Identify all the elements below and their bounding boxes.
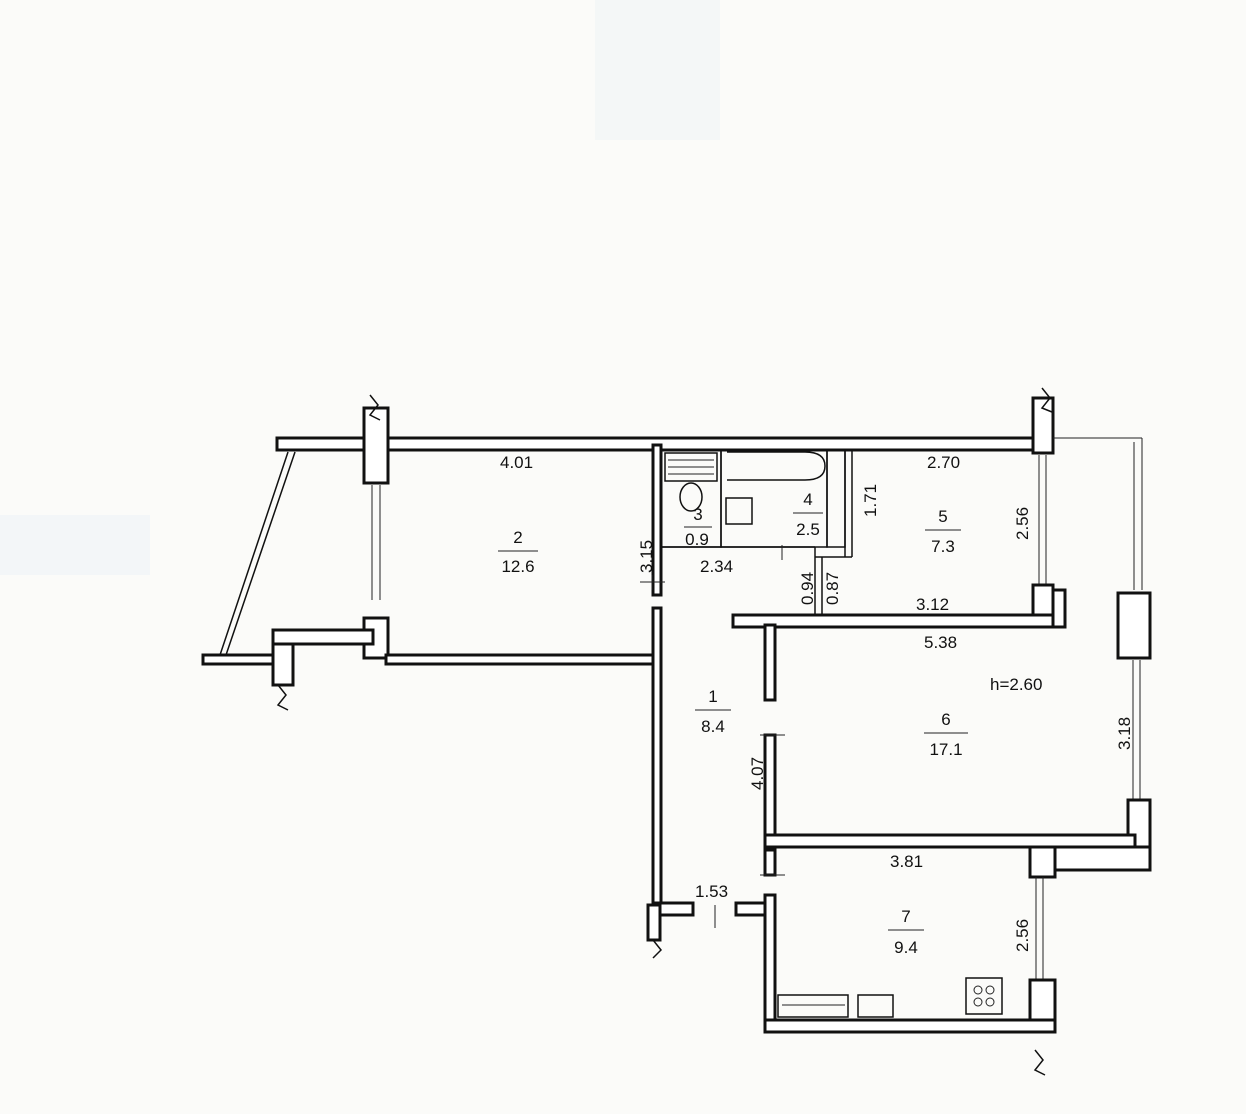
- stove-burner: [973, 997, 983, 1007]
- dimension-label: 1.71: [861, 484, 880, 517]
- break-symbol: [652, 939, 663, 959]
- dimension-label: 2.34: [700, 557, 733, 576]
- room-label-4: 4 2.5: [793, 490, 823, 539]
- room-label-1: 1 8.4: [695, 687, 731, 736]
- ceiling-height-label: h=2.60: [990, 675, 1042, 694]
- dimension-label: 3.18: [1115, 717, 1134, 750]
- stove-burner: [985, 985, 995, 995]
- room-number: 3: [693, 505, 702, 524]
- wall-corridor-stub: [646, 903, 662, 942]
- dimension-label: 3.15: [637, 540, 656, 573]
- room-number: 4: [803, 490, 812, 509]
- room-number: 2: [513, 528, 522, 547]
- room-label-7: 7 9.4: [888, 907, 924, 957]
- shaft: [826, 449, 846, 548]
- stove-burner: [985, 997, 995, 1007]
- balcony-floor: [201, 653, 275, 666]
- room-label-5: 5 7.3: [925, 507, 961, 556]
- wall-column-right: [1031, 396, 1055, 455]
- room-area: 9.4: [894, 938, 918, 957]
- dimension-label: 5.38: [924, 633, 957, 652]
- room-area: 17.1: [929, 740, 962, 759]
- dimension-label: 4.07: [748, 757, 767, 790]
- scan-artifact: [595, 0, 720, 140]
- wall-room7-left: [763, 848, 777, 877]
- wall-room5-bottom: [731, 613, 1065, 629]
- wall-left-stub: [271, 628, 375, 646]
- wall-step: [1051, 588, 1067, 629]
- room-label-6: 6 17.1: [924, 710, 968, 759]
- kitchen-sink: [857, 994, 894, 1018]
- sink-icon: [725, 497, 753, 525]
- wall-entrance-right: [734, 901, 770, 917]
- room-label-2: 2 12.6: [498, 528, 538, 576]
- wall-room2-bottom: [384, 653, 662, 666]
- stove-icon: [965, 977, 1003, 1015]
- dimension-label: 0.87: [823, 572, 842, 605]
- room-number: 5: [938, 507, 947, 526]
- wall-column-left: [362, 406, 390, 485]
- break-symbol: [368, 394, 381, 421]
- wall-room7-corner: [1028, 845, 1057, 879]
- room-label-3: 3 0.9: [684, 505, 712, 549]
- break-symbol: [1033, 1049, 1046, 1076]
- wall-room7-top-right: [1053, 845, 1152, 872]
- room-area: 8.4: [701, 717, 725, 736]
- break-symbol: [276, 684, 289, 711]
- wall-room6-corner: [1116, 591, 1152, 660]
- room-area: 2.5: [796, 520, 820, 539]
- dimension-label: 4.01: [500, 453, 533, 472]
- room-area: 12.6: [501, 557, 534, 576]
- room-number: 6: [941, 710, 950, 729]
- room-area: 0.9: [685, 530, 709, 549]
- balcony-edge: [225, 451, 296, 656]
- bathtub-icon: [727, 451, 826, 481]
- dimension-label: 2.56: [1013, 919, 1032, 952]
- scan-artifact: [0, 515, 150, 575]
- wall-room7-left: [763, 893, 777, 1032]
- dimension-label: 0.94: [798, 572, 817, 605]
- room-number: 7: [901, 907, 910, 926]
- wall-room7-bottom: [763, 1018, 1057, 1034]
- dimension-label: 2.70: [927, 453, 960, 472]
- kitchen-counter: [777, 994, 849, 1018]
- dimension-label: 3.81: [890, 852, 923, 871]
- stove-burner: [973, 985, 983, 995]
- toilet-icon: [679, 482, 703, 512]
- balcony-edge: [219, 451, 289, 656]
- dimension-label: 2.56: [1013, 507, 1032, 540]
- room-area: 7.3: [931, 537, 955, 556]
- wc-cistern: [664, 452, 718, 482]
- room-number: 1: [708, 687, 717, 706]
- wall-room5-right: [1031, 583, 1055, 617]
- dimension-label: 3.12: [916, 595, 949, 614]
- wall-room6-left: [763, 623, 777, 702]
- break-symbol: [1040, 387, 1053, 413]
- wall-corridor-left: [651, 606, 663, 905]
- dimension-label: 1.53: [695, 882, 728, 901]
- wall-room6-bottom: [763, 833, 1137, 849]
